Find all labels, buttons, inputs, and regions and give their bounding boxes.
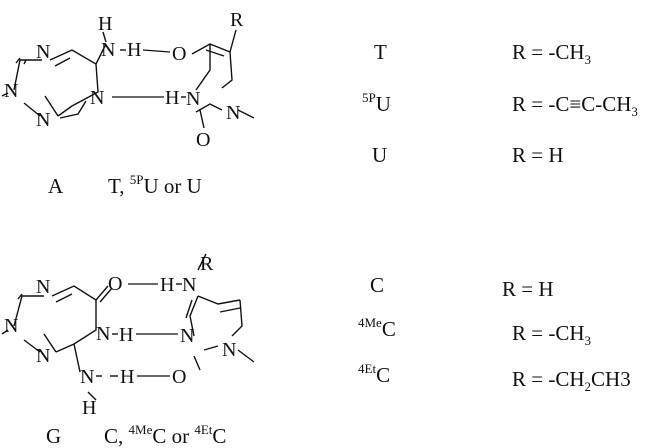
substituent-table-bottom: C R = H 4MeC R = -CH3 4EtC R = -CH2CH3 [358,273,631,394]
atom-h: H [82,397,96,419]
atom-n: N [36,41,50,63]
atom-h: H [120,366,134,388]
base-name: U [372,143,387,167]
atom-o: O [108,273,122,295]
atom-h: H [165,87,179,109]
atom-n: N [222,339,236,361]
atom-h: H [98,13,112,35]
purine-label-g: G [46,424,61,448]
atom-n: N [226,102,240,124]
atom-r: R [200,253,214,275]
atom-n: N [4,315,18,337]
atom-n: N [80,366,94,388]
hydrogen-bonds-top: H O H [112,39,186,109]
atom-h: H [119,324,133,346]
base-name: 4MeC [358,315,396,341]
r-group: R = -C≡C-CH3 [512,92,638,119]
r-group: R = H [512,143,564,167]
atom-n: N [90,87,104,109]
base-name: T [374,40,387,64]
cytosine-structure: N N N R [180,253,255,371]
base-name: 4EtC [358,361,390,387]
atom-h: H [127,39,141,61]
adenine-structure: N N N N H N [1,13,115,131]
guanine-structure: N N N O N N H [1,273,122,419]
base-name: 5PU [362,90,391,116]
r-group: R = -CH3 [512,321,591,348]
atom-n: N [186,88,200,110]
pyrimidine-structure-top: N N O R [186,9,255,151]
pyrimidine-label-top: T, 5PU or U [108,172,202,198]
atom-o: O [196,129,210,151]
atom-o: O [172,43,186,65]
purine-label-a: A [48,174,64,198]
atom-n: N [101,39,115,61]
atom-n: N [182,274,196,296]
r-group: R = H [502,277,554,301]
atom-n: N [180,325,194,347]
atom-n: N [36,276,50,298]
r-group: R = -CH2CH3 [512,367,631,394]
atom-n: N [4,80,18,102]
atom-n: N [36,109,50,131]
atom-h: H [160,274,174,296]
hydrogen-bonds-bottom: H H H O [96,274,186,388]
atom-r: R [230,9,244,31]
atom-n: N [36,345,50,367]
base-name: C [370,273,384,297]
r-group: R = -CH3 [512,40,591,67]
atom-o: O [172,366,186,388]
substituent-table-top: T R = -CH3 5PU R = -C≡C-CH3 U R = H [362,40,638,167]
pyrimidine-label-bottom: C, 4MeC or 4EtC [104,422,226,448]
atom-n: N [96,323,110,345]
